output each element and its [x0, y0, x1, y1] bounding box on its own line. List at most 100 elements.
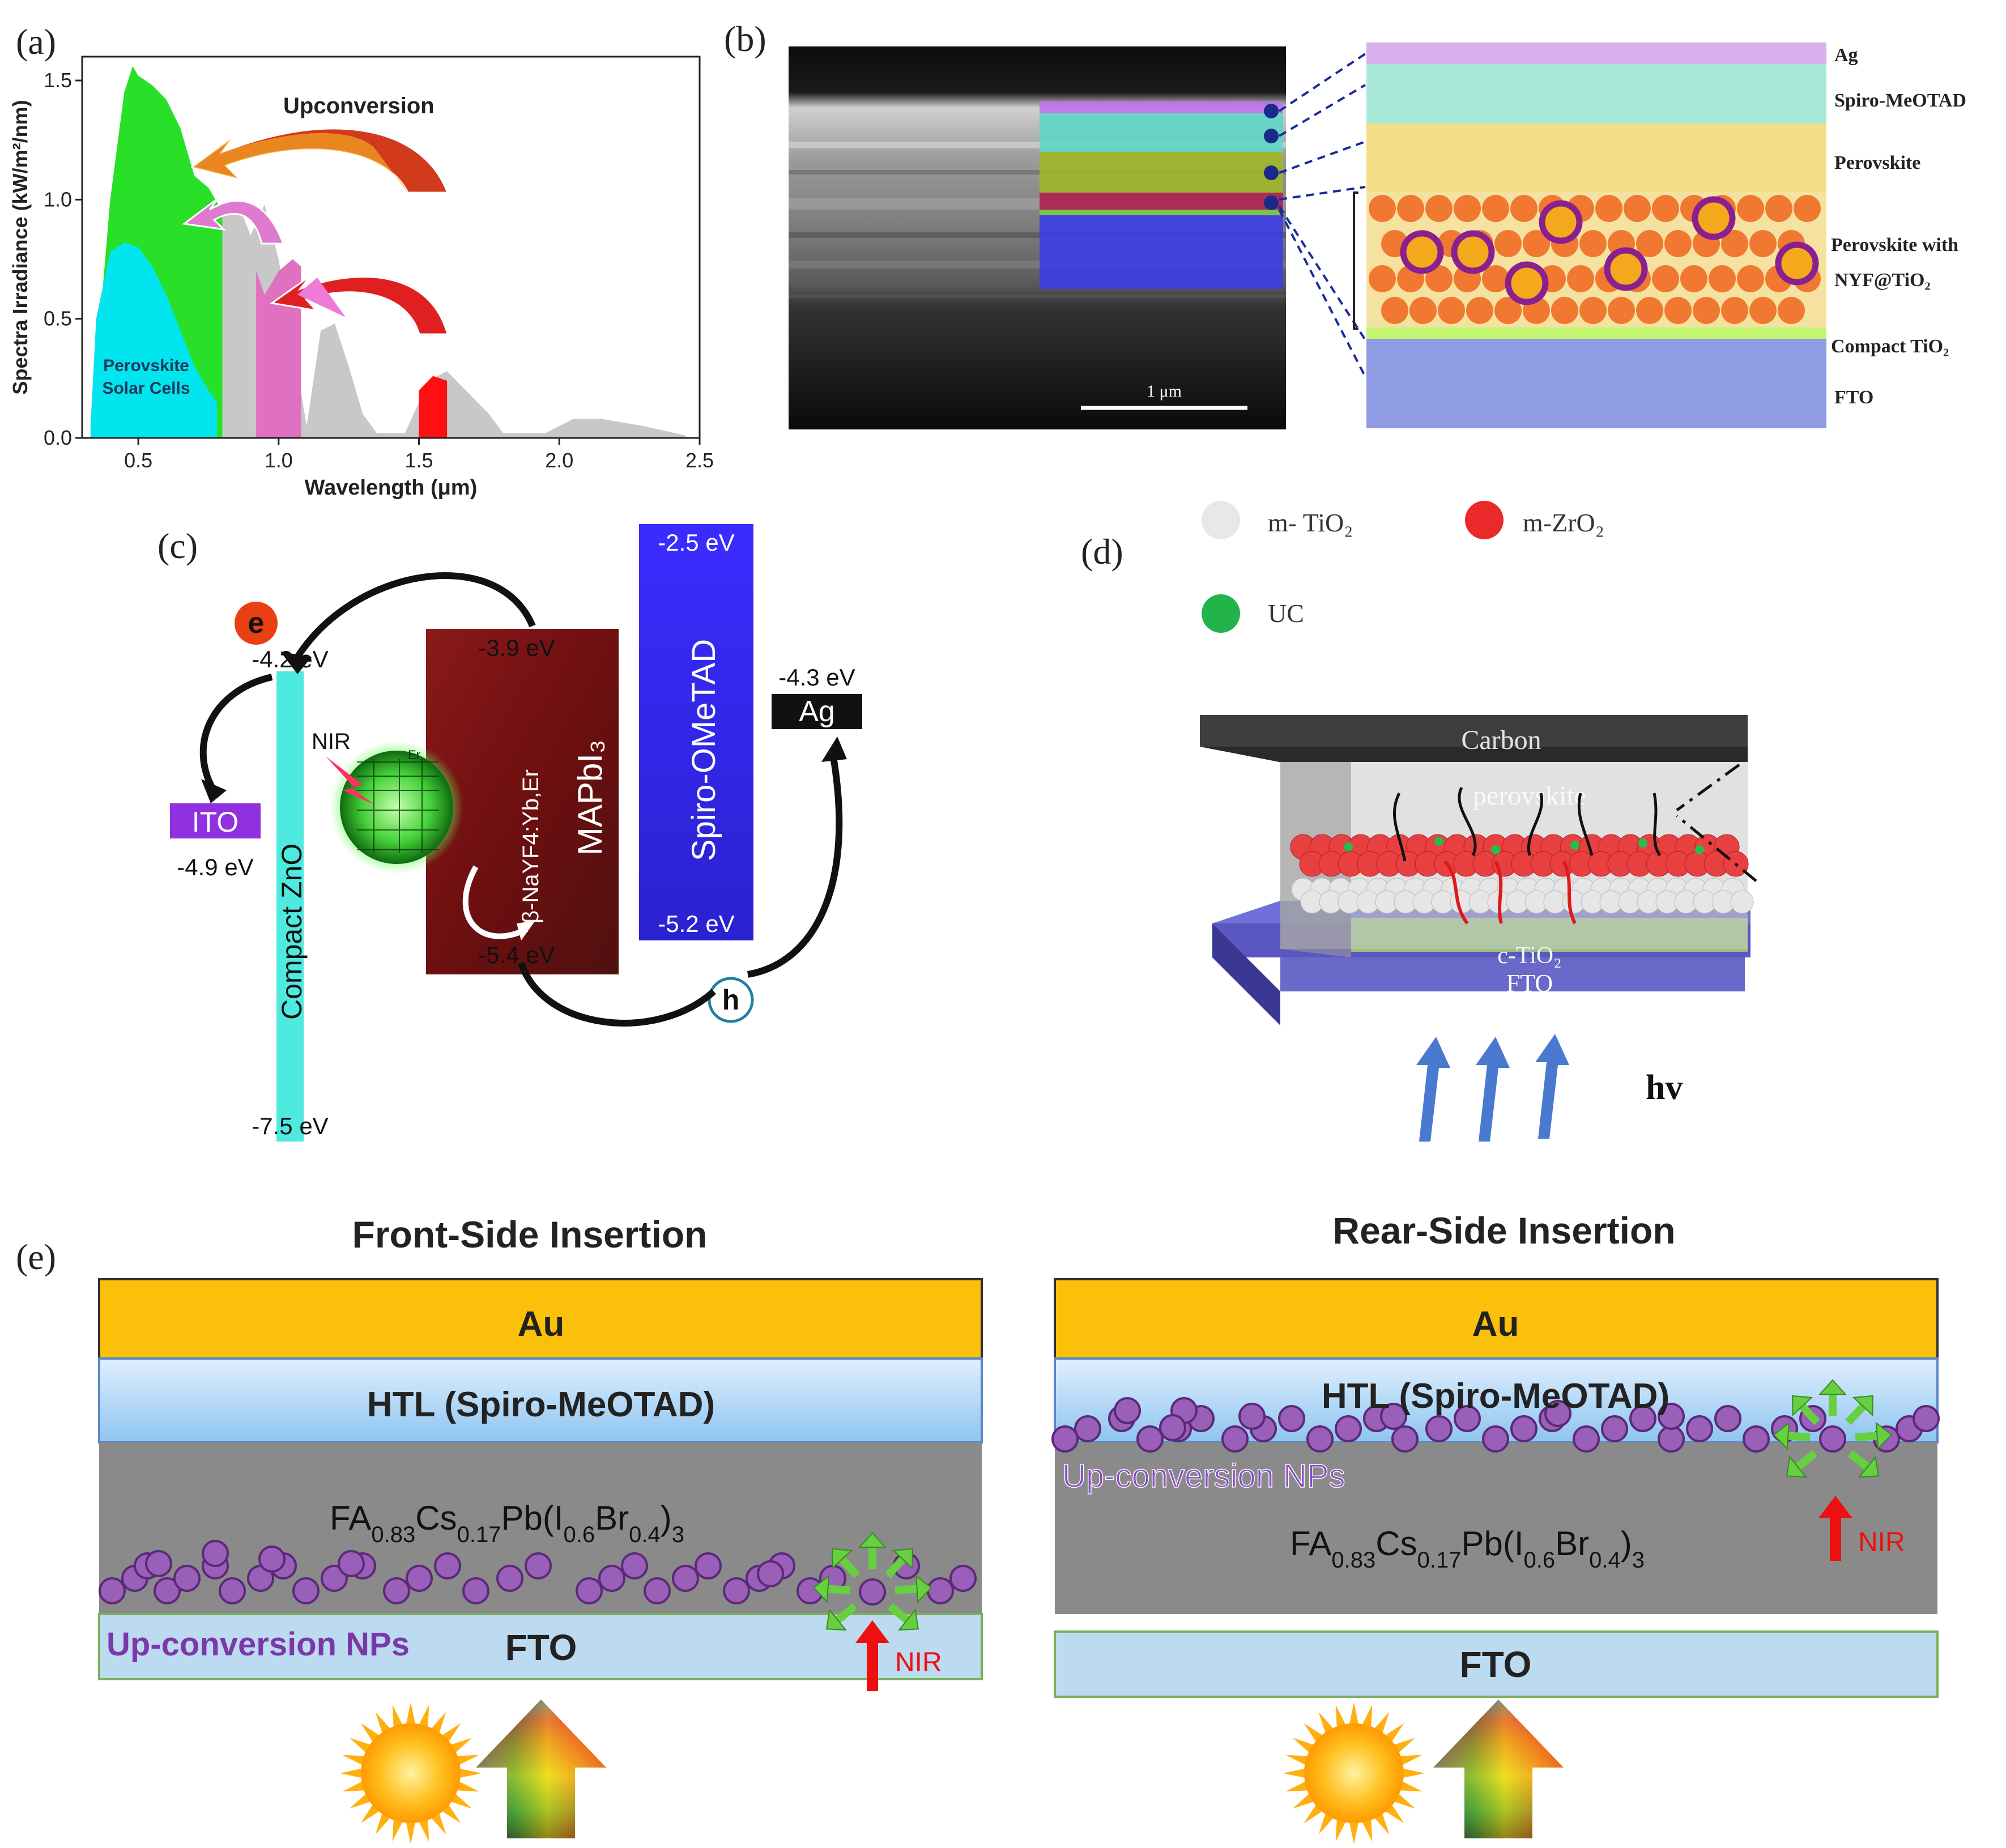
emission-ray-head	[1792, 1395, 1813, 1417]
sun-ray	[1400, 1755, 1422, 1765]
uc-nanoparticle	[1051, 1425, 1079, 1453]
ag-box	[772, 694, 862, 729]
sun-icon-rear	[1283, 1702, 1425, 1844]
sun-ray	[375, 1813, 390, 1835]
nyf-tio2-particle	[1539, 200, 1583, 244]
front-fto-label: FTO	[505, 1627, 577, 1668]
perovskite-grain	[1523, 230, 1550, 257]
sun-ray	[1362, 1820, 1373, 1842]
sun-icon-front	[340, 1702, 482, 1844]
charge-transfer-arrows	[199, 572, 843, 1027]
panel-c: (c) ITO -4.9 eV Compact ZnO -4.2 eV -7.5…	[157, 524, 862, 1142]
spiro-block	[639, 524, 753, 940]
zno-label: Compact ZnO	[276, 844, 308, 1020]
perovskite-grain	[1482, 195, 1509, 222]
uc-nanoparticle	[1714, 1405, 1741, 1432]
panel-c-label: (c)	[157, 526, 198, 566]
sun-ray	[1283, 1769, 1305, 1778]
sun-ray	[360, 1723, 379, 1741]
front-stack: Au HTL (Spiro-MeOTAD) FA0.83Cs0.17Pb(I0.…	[98, 1278, 983, 1691]
charge-arrows-d	[1443, 859, 1577, 925]
perovskite-grain	[1494, 230, 1522, 257]
sun-ray	[1386, 1723, 1404, 1741]
upconversion-annotation: Upconversion	[283, 93, 435, 118]
spectrum-area-4	[419, 376, 448, 438]
perovskite-grain	[1794, 195, 1821, 222]
uc-nanoparticle	[145, 1550, 172, 1577]
emission-ray-head	[1852, 1395, 1873, 1417]
uc-dot	[1570, 841, 1579, 850]
mapbi-bottom-level: -5.4 eV	[478, 942, 555, 968]
sun-ray	[375, 1711, 390, 1733]
uc-nanoparticle	[1391, 1425, 1419, 1453]
oxide-spheres	[1290, 834, 1754, 914]
sun-ray	[1349, 1823, 1358, 1844]
front-emission-burst-icon	[812, 1532, 932, 1631]
spectrum-area-1	[90, 242, 217, 438]
front-side-title: Front-Side Insertion	[352, 1213, 708, 1255]
uc-nanoparticle	[757, 1560, 784, 1587]
uc-nanoparticle	[202, 1540, 229, 1567]
spiro-bottom-level: -5.2 eV	[658, 910, 734, 937]
uc-nanoparticle	[927, 1577, 954, 1604]
upconversion-arrow-small-pink	[297, 278, 346, 317]
legend-uc-swatch	[1202, 594, 1240, 633]
sun-ray	[392, 1705, 402, 1727]
chart-a-frame	[81, 56, 701, 439]
uc-nanoparticle	[406, 1565, 433, 1592]
uc-nanoparticle	[462, 1577, 489, 1604]
fto-label-d: FTO	[1506, 969, 1553, 997]
uc-nanoparticle	[1743, 1425, 1770, 1453]
uc-nanoparticle	[496, 1565, 523, 1592]
uc-nanoparticle	[1601, 1415, 1628, 1442]
emission-ray-head	[1858, 1455, 1880, 1478]
perovskite-grain	[1466, 297, 1493, 324]
uc-nanoparticle	[949, 1565, 977, 1592]
uc-nanoparticle	[1114, 1397, 1141, 1424]
uc-transfer-arrowhead	[517, 921, 535, 940]
nyf-tio2-particle	[1604, 247, 1648, 291]
upconversion-arrow-mid	[182, 197, 285, 245]
uc-nanoparticle	[99, 1577, 126, 1604]
uc-dot	[1695, 845, 1704, 854]
layer-spiro	[1366, 64, 1826, 124]
perovskite-grain	[1425, 195, 1453, 222]
x-tick-label: 2.0	[545, 449, 573, 472]
sun-disc	[361, 1723, 461, 1823]
uc-nanoparticle	[525, 1552, 552, 1579]
uc-nanoparticle	[173, 1565, 201, 1592]
sun-ray	[406, 1702, 415, 1724]
excited-nanoparticle	[859, 1578, 886, 1606]
uc-nanoparticle	[1686, 1415, 1713, 1442]
emission-arrows	[1392, 786, 1662, 862]
perovskite-grain	[1567, 265, 1594, 292]
er-label: Er	[408, 748, 420, 762]
sun-ray	[406, 1823, 415, 1844]
layer-ag	[1366, 42, 1826, 64]
arrowhead-3	[821, 736, 847, 762]
nyf-tio2-particle	[1451, 230, 1495, 274]
electron-label: e	[248, 607, 265, 640]
panel-a-label: (a)	[16, 22, 56, 62]
sun-ray	[1386, 1805, 1404, 1824]
panel-d: (d) m- TiO₂ m-ZrO₂ UC Carbon perovskite …	[1081, 501, 1757, 1142]
uc-nanoparticle	[576, 1577, 603, 1604]
scale-bar-label: 1 μm	[1147, 382, 1182, 401]
front-ucnp-label: Up-conversion NPs	[107, 1626, 410, 1663]
hv-label: hv	[1646, 1068, 1683, 1107]
x-tick-label: 1.0	[265, 449, 293, 472]
uc-nanoparticle	[1380, 1403, 1407, 1430]
energy-level-lines	[357, 759, 439, 853]
emission-ray-head	[825, 1608, 847, 1631]
x-axis-label: Wavelength (μm)	[305, 476, 478, 500]
uc-nanoparticle	[695, 1552, 722, 1579]
tio2-sphere	[1730, 890, 1754, 914]
x-tick-label: 0.5	[124, 449, 152, 472]
nayf-label: β-NaYF4:Yb,Er	[518, 769, 543, 923]
rear-stack: Au HTL (Spiro-MeOTAD) Up-conversion NPs …	[1051, 1278, 1940, 1698]
sem-overlay	[1040, 101, 1283, 289]
ito-level: -4.9 eV	[177, 854, 253, 880]
legend-zro2-swatch	[1465, 501, 1504, 539]
sun-ray	[442, 1805, 461, 1824]
sun-ray	[1374, 1711, 1390, 1733]
